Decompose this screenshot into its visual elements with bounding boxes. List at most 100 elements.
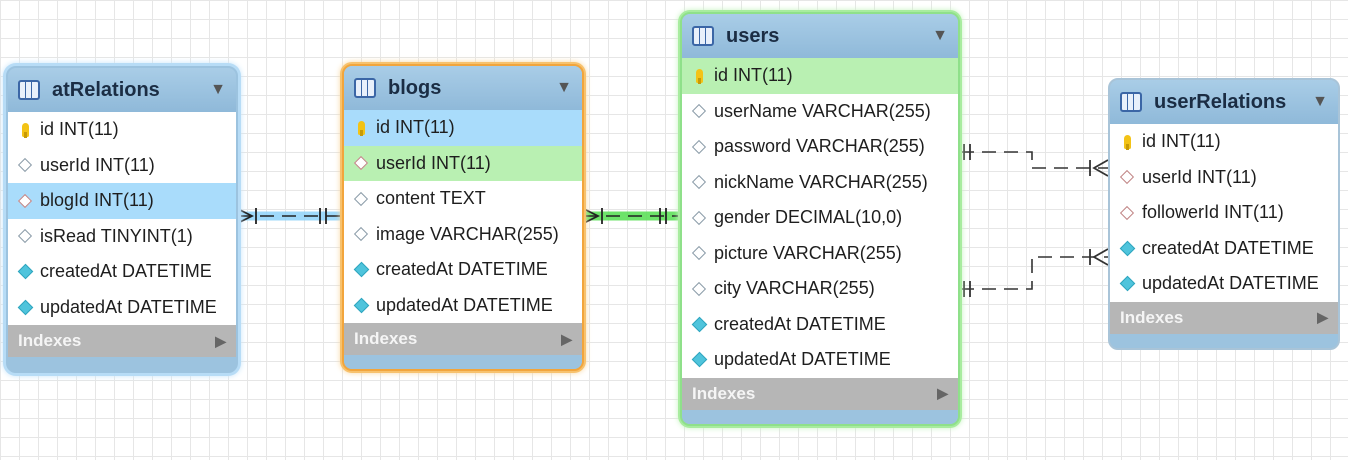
column-row[interactable]: createdAt DATETIME — [682, 307, 958, 343]
column-row[interactable]: createdAt DATETIME — [1110, 231, 1338, 267]
column-list: id INT(11) userId INT(11) followerId INT… — [1110, 124, 1338, 302]
column-row[interactable]: blogId INT(11) — [8, 183, 236, 219]
white-diamond-icon — [691, 281, 707, 296]
column-label: createdAt DATETIME — [1142, 237, 1314, 258]
table-blogs[interactable]: blogs ▼ id INT(11) userId INT(11) conten… — [342, 64, 584, 371]
column-label: picture VARCHAR(255) — [714, 242, 902, 263]
collapse-triangle-icon[interactable]: ▼ — [210, 81, 226, 98]
column-row[interactable]: updatedAt DATETIME — [682, 342, 958, 378]
table-header[interactable]: blogs ▼ — [344, 66, 582, 110]
table-header[interactable]: userRelations ▼ — [1110, 80, 1338, 124]
column-label: userName VARCHAR(255) — [714, 100, 931, 121]
table-name: userRelations — [1154, 90, 1287, 113]
indexes-label: Indexes — [354, 329, 418, 348]
relationship-userrelations-users-upper[interactable] — [960, 144, 1109, 177]
white-diamond-icon — [691, 210, 707, 225]
white-diamond-icon — [17, 229, 33, 244]
column-label: id INT(11) — [40, 119, 119, 140]
key-icon — [1120, 134, 1134, 150]
column-label: followerId INT(11) — [1142, 202, 1284, 223]
collapse-triangle-icon[interactable]: ▼ — [1312, 93, 1328, 110]
expand-triangle-icon[interactable]: ▶ — [561, 330, 572, 347]
cyan-diamond-icon — [353, 297, 369, 314]
column-row[interactable]: picture VARCHAR(255) — [682, 236, 958, 272]
indexes-label: Indexes — [1120, 307, 1184, 327]
expand-triangle-icon[interactable]: ▶ — [1317, 309, 1328, 325]
column-row[interactable]: id INT(11) — [682, 58, 958, 94]
column-label: createdAt DATETIME — [376, 259, 548, 280]
indexes-label: Indexes — [692, 383, 756, 403]
table-icon — [1120, 92, 1142, 112]
column-label: id INT(11) — [1142, 131, 1221, 152]
cyan-diamond-icon — [1119, 240, 1135, 257]
white-diamond-icon — [691, 175, 707, 190]
column-row[interactable]: updatedAt DATETIME — [344, 288, 582, 324]
indexes-section[interactable]: Indexes ▶ — [344, 323, 582, 355]
table-userrelations[interactable]: userRelations ▼ id INT(11) userId INT(11… — [1108, 78, 1340, 350]
column-row[interactable]: followerId INT(11) — [1110, 195, 1338, 231]
column-row[interactable]: userName VARCHAR(255) — [682, 94, 958, 130]
key-icon — [18, 122, 32, 138]
cyan-diamond-icon — [691, 316, 707, 333]
column-row[interactable]: password VARCHAR(255) — [682, 129, 958, 165]
collapse-triangle-icon[interactable]: ▼ — [932, 27, 948, 44]
pink-diamond-icon — [1119, 170, 1135, 185]
column-label: createdAt DATETIME — [40, 261, 212, 282]
indexes-label: Indexes — [18, 331, 82, 350]
column-row[interactable]: updatedAt DATETIME — [1110, 266, 1338, 302]
column-label: gender DECIMAL(10,0) — [714, 207, 903, 228]
column-label: userId INT(11) — [1142, 166, 1257, 187]
expand-triangle-icon[interactable]: ▶ — [215, 332, 226, 349]
column-row[interactable]: nickName VARCHAR(255) — [682, 165, 958, 201]
relationship-blogs-users[interactable] — [579, 208, 685, 224]
column-row[interactable]: id INT(11) — [8, 112, 236, 148]
indexes-section[interactable]: Indexes ▶ — [1110, 301, 1338, 334]
key-icon — [692, 68, 706, 84]
column-list: id INT(11) userName VARCHAR(255) passwor… — [682, 58, 958, 378]
column-label: id INT(11) — [714, 65, 793, 86]
table-users[interactable]: users ▼ id INT(11) userName VARCHAR(255)… — [680, 12, 960, 426]
relationship-atrelations-blogs[interactable] — [233, 208, 345, 224]
expand-triangle-icon[interactable]: ▶ — [937, 385, 948, 401]
table-header[interactable]: atRelations ▼ — [8, 68, 236, 112]
column-row[interactable]: createdAt DATETIME — [8, 254, 236, 290]
pink-diamond-icon — [1119, 205, 1135, 220]
table-icon — [18, 80, 40, 100]
column-label: createdAt DATETIME — [714, 313, 886, 334]
collapse-triangle-icon[interactable]: ▼ — [556, 79, 572, 96]
column-label: password VARCHAR(255) — [714, 136, 925, 157]
column-row[interactable]: city VARCHAR(255) — [682, 271, 958, 307]
column-label: userId INT(11) — [40, 154, 155, 175]
cyan-diamond-icon — [1119, 275, 1135, 292]
column-label: city VARCHAR(255) — [714, 278, 875, 299]
table-name: users — [726, 24, 780, 47]
indexes-section[interactable]: Indexes ▶ — [8, 325, 236, 357]
column-row[interactable]: gender DECIMAL(10,0) — [682, 200, 958, 236]
indexes-section[interactable]: Indexes ▶ — [682, 377, 958, 410]
column-row[interactable]: createdAt DATETIME — [344, 252, 582, 288]
column-row[interactable]: image VARCHAR(255) — [344, 217, 582, 253]
table-icon — [692, 26, 714, 46]
table-atrelations[interactable]: atRelations ▼ id INT(11) userId INT(11) … — [6, 66, 238, 373]
column-row[interactable]: content TEXT — [344, 181, 582, 217]
relationship-userrelations-users-lower[interactable] — [960, 248, 1109, 297]
table-footer — [1110, 333, 1338, 348]
column-label: nickName VARCHAR(255) — [714, 171, 928, 192]
table-name: blogs — [388, 76, 442, 99]
table-header[interactable]: users ▼ — [682, 14, 958, 58]
key-icon — [354, 120, 368, 136]
column-row[interactable]: userId INT(11) — [8, 148, 236, 184]
column-label: updatedAt DATETIME — [1142, 273, 1319, 294]
white-diamond-icon — [353, 191, 369, 206]
white-diamond-icon — [691, 139, 707, 154]
column-row[interactable]: userId INT(11) — [1110, 160, 1338, 196]
column-row[interactable]: userId INT(11) — [344, 145, 582, 181]
column-row[interactable]: id INT(11) — [1110, 124, 1338, 160]
column-row[interactable]: updatedAt DATETIME — [8, 290, 236, 326]
column-row[interactable]: isRead TINYINT(1) — [8, 219, 236, 255]
table-footer — [344, 355, 582, 369]
white-diamond-icon — [353, 227, 369, 242]
column-label: blogId INT(11) — [40, 190, 154, 211]
column-row[interactable]: id INT(11) — [344, 110, 582, 146]
